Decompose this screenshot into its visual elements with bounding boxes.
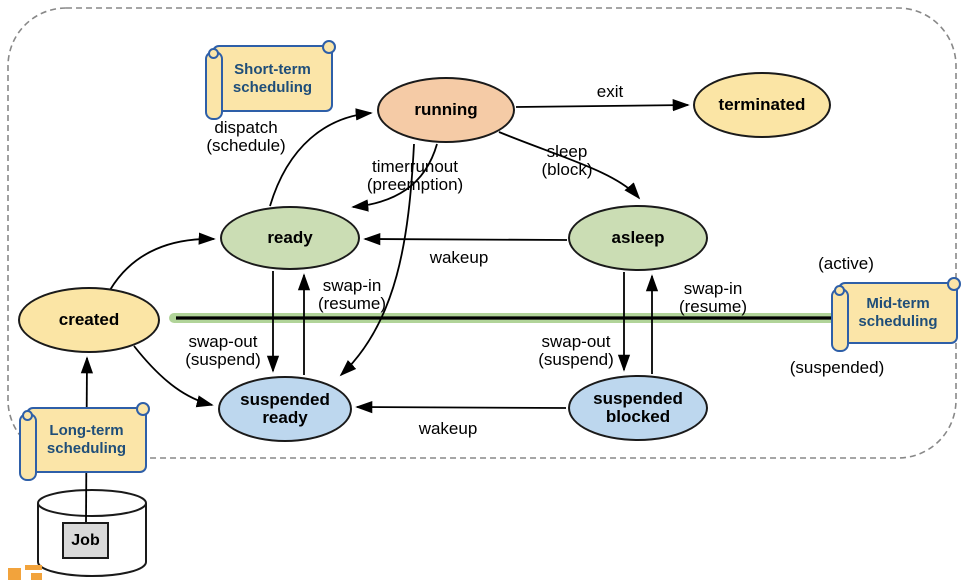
label-exit: exit xyxy=(580,83,640,101)
label-swap-out-ready-line1: swap-out xyxy=(188,332,258,351)
label-dispatch-line1: dispatch xyxy=(214,118,278,137)
state-suspended-blocked-label: suspended blocked xyxy=(593,389,683,426)
scheduler-scroll-long-term: Long-term scheduling xyxy=(19,402,150,481)
label-swap-out-ready-line2: (suspend) xyxy=(185,350,261,369)
job-box: Job xyxy=(62,522,109,559)
scheduler-long-term-line1: Long-term xyxy=(49,422,124,439)
label-swap-in-blocked-line2: (resume) xyxy=(678,297,747,316)
label-swap-out-blocked: swap-out (suspend) xyxy=(531,333,621,369)
scheduler-short-term-line2: scheduling xyxy=(232,78,313,96)
arrow-running-to-suspended-ready xyxy=(339,143,415,377)
label-swap-in-blocked-line1: swap-in xyxy=(683,279,743,298)
scheduler-scroll-short-term: Short-term scheduling xyxy=(205,40,336,120)
scroll-curl-icon xyxy=(22,410,33,421)
label-swap-out-blocked-line1: swap-out xyxy=(541,332,611,351)
label-swap-in-blocked: swap-in (resume) xyxy=(668,280,758,316)
scroll-curl-icon xyxy=(834,285,845,296)
state-asleep: asleep xyxy=(568,205,708,271)
watermark-fragment xyxy=(8,568,21,580)
label-swap-out-blocked-line2: (suspend) xyxy=(538,350,614,369)
label-sleep: sleep (block) xyxy=(527,143,607,179)
scheduler-mid-term-line1: Mid-term xyxy=(866,295,930,312)
label-swap-in-ready: swap-in (resume) xyxy=(307,277,397,313)
state-created-label: created xyxy=(58,310,120,329)
state-running-label: running xyxy=(414,100,478,119)
arrow-created-to-ready xyxy=(109,232,216,291)
watermark-fragment xyxy=(31,573,42,580)
scheduler-long-term-line2: scheduling xyxy=(46,440,127,457)
label-timerrunout-line2: (preemption) xyxy=(366,175,464,194)
label-sleep-line2: (block) xyxy=(541,160,593,179)
dashed-boundary xyxy=(7,7,957,459)
label-sleep-line1: sleep xyxy=(546,142,588,161)
state-ready-label: ready xyxy=(267,228,313,247)
label-dispatch: dispatch (schedule) xyxy=(186,119,306,155)
label-swap-out-ready: swap-out (suspend) xyxy=(178,333,268,369)
job-label: Job xyxy=(71,531,100,549)
label-timerrunout: timerrunout (preemption) xyxy=(350,158,480,194)
arrow-timerrunout xyxy=(351,143,438,212)
watermark-fragment xyxy=(25,565,42,570)
label-active-region-text: (active) xyxy=(818,254,874,273)
label-suspended-region: (suspended) xyxy=(777,359,897,377)
label-swap-in-ready-line2: (resume) xyxy=(317,294,386,313)
state-terminated-label: terminated xyxy=(718,95,806,114)
state-ready: ready xyxy=(220,206,360,270)
arrow-dispatch xyxy=(269,108,373,207)
state-asleep-label: asleep xyxy=(611,228,665,247)
state-terminated: terminated xyxy=(693,72,831,138)
label-wakeup-asleep: wakeup xyxy=(419,249,499,267)
label-swap-in-ready-line1: swap-in xyxy=(322,276,382,295)
arrow-wakeup-suspended xyxy=(355,400,567,414)
label-wakeup-suspended-line1: wakeup xyxy=(418,419,478,438)
label-active-region: (active) xyxy=(796,255,896,273)
label-suspended-region-text: (suspended) xyxy=(789,358,885,377)
state-created: created xyxy=(18,287,160,353)
arrow-created-to-suspended-ready xyxy=(133,345,214,408)
label-dispatch-line2: (schedule) xyxy=(206,136,286,155)
label-wakeup-asleep-line1: wakeup xyxy=(429,248,489,267)
label-exit-line1: exit xyxy=(596,82,624,101)
arrow-sleep xyxy=(498,131,641,200)
state-running: running xyxy=(377,77,515,143)
scroll-curl-icon xyxy=(208,48,219,59)
label-wakeup-suspended: wakeup xyxy=(408,420,488,438)
scheduler-scroll-mid-term: Mid-term scheduling xyxy=(831,277,961,352)
state-suspended-blocked: suspended blocked xyxy=(568,375,708,441)
scheduler-mid-term-line2: scheduling xyxy=(858,313,938,330)
state-suspended-ready: suspended ready xyxy=(218,376,352,442)
label-timerrunout-line1: timerrunout xyxy=(372,157,458,176)
arrow-exit xyxy=(515,99,690,112)
state-suspended-ready-label: suspended ready xyxy=(240,390,330,427)
scheduler-short-term-line1: Short-term xyxy=(234,60,311,78)
arrow-wakeup-asleep xyxy=(363,232,568,246)
